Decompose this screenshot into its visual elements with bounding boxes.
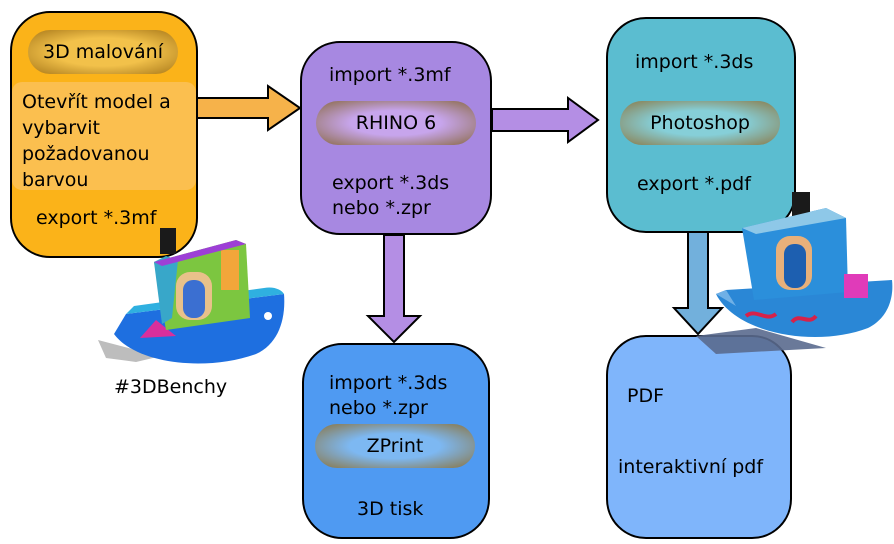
- paint-line-4: barvou: [22, 169, 89, 191]
- paint-export: export *.3mf: [36, 207, 157, 229]
- rhino-import: import *.3mf: [329, 64, 451, 86]
- zprint-output: 3D tisk: [357, 498, 424, 520]
- photoshop-export: export *.pdf: [637, 173, 751, 195]
- pdf-line-1: PDF: [627, 385, 665, 407]
- photoshop-title: Photoshop: [650, 112, 750, 134]
- arrow-paint-to-rhino: [195, 84, 302, 132]
- arrow-photoshop-to-pdf: [671, 231, 725, 336]
- photoshop-import: import *.3ds: [635, 51, 754, 73]
- zprint-title: ZPrint: [366, 435, 424, 457]
- paint-line-1: Otevřít model a: [22, 91, 171, 113]
- rhino-title-pill: RHINO 6: [316, 101, 476, 145]
- rhino-title: RHINO 6: [355, 112, 437, 134]
- paint-line-2: vybarvit: [22, 117, 100, 139]
- benchy-label: #3DBenchy: [114, 376, 228, 398]
- paint-title: 3D malování: [42, 41, 164, 63]
- benchy-image-right: [696, 192, 893, 354]
- benchy-image-left: [98, 228, 285, 364]
- rhino-export-1: export *.3ds: [332, 172, 450, 194]
- zprint-import-2: nebo *.zpr: [329, 397, 428, 419]
- zprint-import-1: import *.3ds: [329, 372, 448, 394]
- rhino-export-2: nebo *.zpr: [332, 197, 431, 219]
- arrow-rhino-to-zprint: [365, 234, 423, 344]
- paint-text-highlight: [12, 82, 196, 190]
- photoshop-title-pill: Photoshop: [620, 101, 780, 145]
- pdf-line-2: interaktivní pdf: [618, 456, 764, 478]
- paint-title-pill: 3D malování: [28, 30, 178, 74]
- node-pdf: [606, 335, 792, 539]
- paint-line-3: požadovanou: [22, 143, 150, 165]
- zprint-title-pill: ZPrint: [315, 424, 475, 468]
- arrow-rhino-to-photoshop: [491, 96, 600, 144]
